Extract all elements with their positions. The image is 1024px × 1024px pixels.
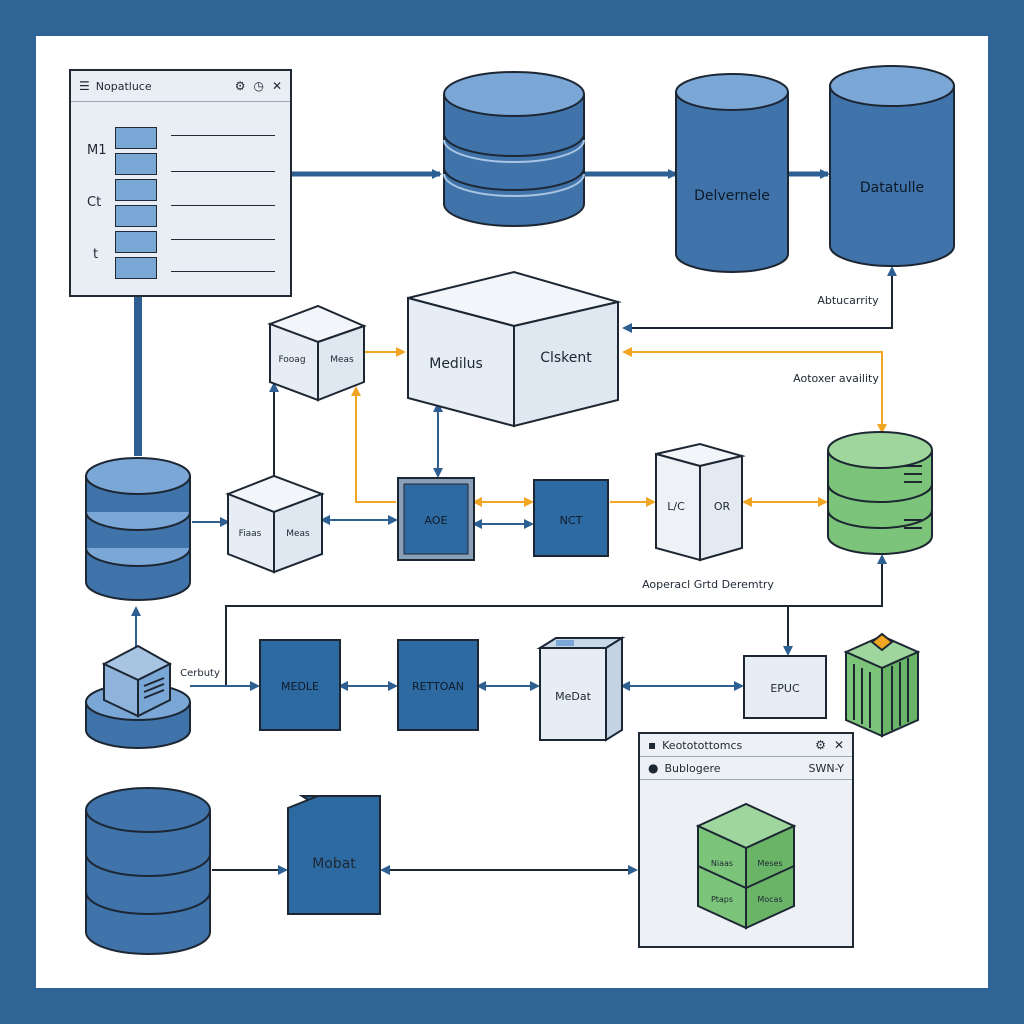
text-line	[171, 135, 275, 136]
clock-icon[interactable]: ◷	[253, 79, 264, 93]
module-box-label: MEDLE	[281, 680, 319, 693]
arrow-datatable-to-cube	[622, 266, 897, 333]
status-badge: SWN-Y	[808, 761, 844, 775]
list-item[interactable]	[115, 257, 157, 279]
window-titlebar: ▪ Keototottomcs ⚙ ✕	[640, 734, 852, 757]
annotation-aoperacl: Aoperacl Grtd Deremtry	[642, 578, 774, 591]
nct-box-label: NCT	[560, 514, 583, 527]
meldat-cube[interactable]	[536, 636, 626, 742]
text-line	[171, 271, 275, 272]
list-item[interactable]	[115, 231, 157, 253]
aoe-box[interactable]	[397, 477, 475, 561]
connectors	[131, 169, 897, 875]
mobat-doc[interactable]	[287, 795, 381, 915]
window-subtitle: Bublogere	[664, 761, 721, 775]
rettoan-box-label: RETTOAN	[412, 680, 464, 693]
top-left-window: ☰ Nopatluce ⚙ ◷ ✕ M1 Ct t	[69, 69, 292, 297]
close-icon[interactable]: ✕	[833, 738, 844, 752]
epuc-box-label: EPUC	[770, 682, 800, 695]
database-left-stack[interactable]	[85, 457, 191, 601]
small-cube-top-left-label: Fooag	[278, 355, 305, 365]
rettoan-box[interactable]	[397, 639, 479, 731]
epuc-box[interactable]	[743, 655, 827, 719]
user-icon: ●	[648, 761, 659, 775]
main-cube-left-label: Medilus	[429, 356, 483, 372]
database-datatable[interactable]	[829, 65, 955, 267]
green-cube-label-1: Niaas	[711, 859, 733, 868]
arrow-cube-to-green-db	[622, 347, 887, 434]
small-cube-mid-right-label: Meas	[286, 529, 310, 539]
list-block	[115, 127, 157, 279]
database-deliverable-label: Delvernele	[694, 188, 770, 204]
split-cube-right-label: OR	[714, 500, 731, 513]
window-titlebar: ☰ Nopatluce ⚙ ◷ ✕	[71, 71, 290, 102]
split-cube[interactable]	[655, 442, 746, 562]
database-top-stack[interactable]	[443, 71, 585, 227]
list-item[interactable]	[115, 205, 157, 227]
small-cube-top[interactable]	[267, 304, 367, 402]
green-cube[interactable]	[695, 802, 797, 930]
menu-icon[interactable]: ☰	[79, 79, 90, 93]
list-item[interactable]	[115, 127, 157, 149]
row-label-3: t	[93, 247, 99, 262]
cerbuty-label: Cerbuty	[180, 668, 220, 679]
green-cube-label-4: Mocas	[757, 895, 782, 904]
row-label-1: M1	[87, 143, 107, 158]
cube-cerbuty[interactable]	[85, 644, 191, 749]
arrow-aoe-to-small-cube	[351, 386, 396, 503]
database-datatable-label: Datatulle	[860, 180, 924, 196]
window-title: Nopatluce	[95, 79, 152, 93]
text-line	[171, 171, 275, 172]
nct-box[interactable]	[533, 479, 609, 557]
main-cube[interactable]	[407, 270, 622, 428]
small-cube-mid-left-label: Fiaas	[239, 529, 262, 539]
small-cube-top-right-label: Meas	[330, 355, 354, 365]
main-cube-right-label: Clskent	[540, 350, 592, 366]
module-box[interactable]	[259, 639, 341, 731]
database-green[interactable]	[827, 431, 933, 555]
aoe-box-label: AOE	[425, 514, 448, 527]
window-icon: ▪	[648, 738, 657, 752]
list-item[interactable]	[115, 179, 157, 201]
green-server[interactable]	[843, 632, 921, 738]
small-cube-mid[interactable]	[225, 474, 325, 574]
database-deliverable[interactable]	[675, 73, 789, 273]
text-line	[171, 239, 275, 240]
line-bus	[225, 554, 887, 686]
close-icon[interactable]: ✕	[271, 79, 282, 93]
annotation-abtucarity: Abtucarrity	[817, 294, 879, 307]
diagram-canvas: ☰ Nopatluce ⚙ ◷ ✕ M1 Ct t	[36, 36, 988, 988]
row-label-2: Ct	[87, 195, 102, 210]
green-cube-label-2: Meses	[757, 859, 782, 868]
window-title: Keototottomcs	[662, 738, 743, 752]
text-line	[171, 205, 275, 206]
database-bottom-left[interactable]	[85, 787, 211, 955]
mobat-label: Mobat	[312, 856, 356, 872]
settings-icon[interactable]: ⚙	[815, 738, 826, 752]
green-cube-label-3: Ptaps	[711, 895, 733, 904]
meldat-label: MeDat	[555, 690, 591, 703]
split-cube-left-label: L/C	[667, 500, 685, 513]
window-subbar: ● Bublogere SWN-Y	[640, 757, 852, 780]
diagram-graphics: Delvernele Datatulle	[85, 65, 955, 955]
annotation-aotoxer: Aotoxer availity	[793, 372, 879, 385]
list-item[interactable]	[115, 153, 157, 175]
settings-icon[interactable]: ⚙	[234, 79, 246, 93]
